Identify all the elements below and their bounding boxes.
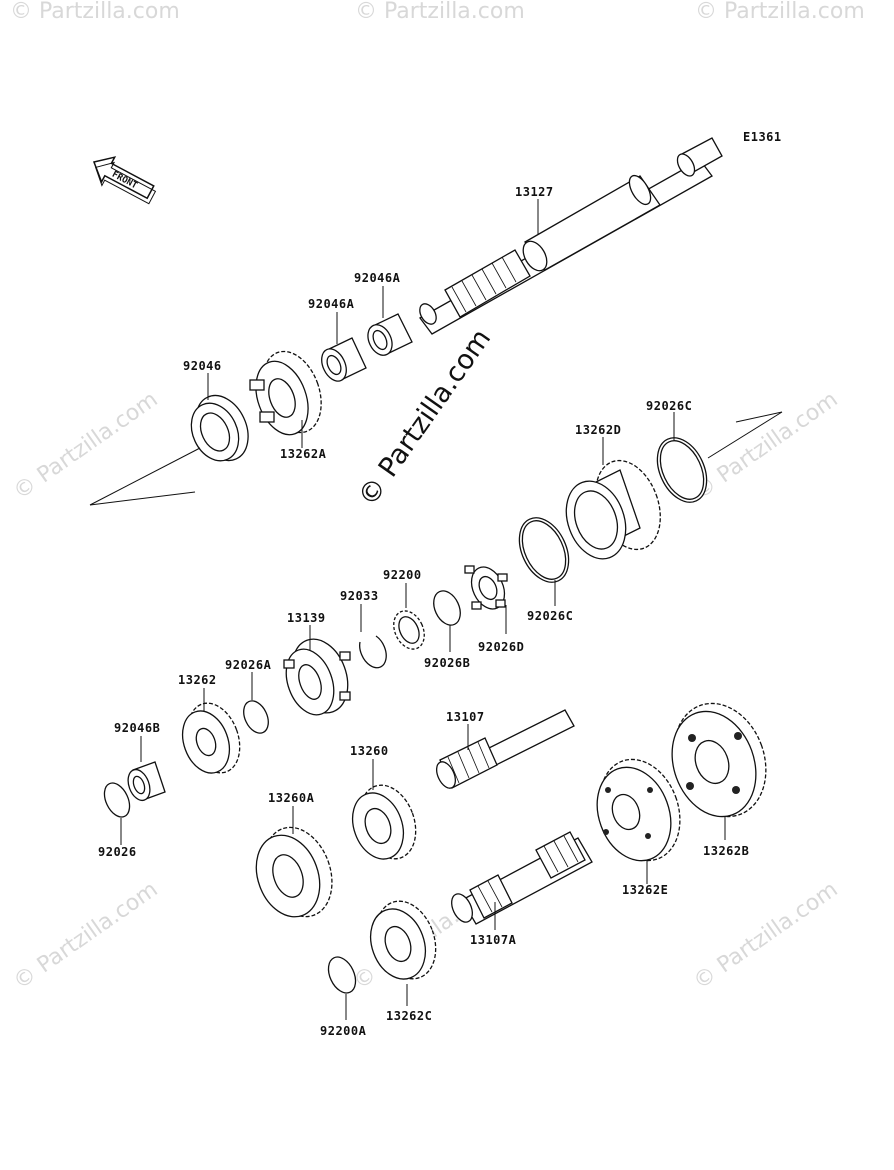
- washer-92026: [103, 782, 131, 818]
- label-13260A: 13260A: [268, 791, 315, 805]
- washer-92026D: [464, 565, 508, 610]
- mainshaft-13127: [419, 137, 723, 335]
- needle-bearing-92046B: [127, 761, 166, 802]
- shaft-13107A: [451, 831, 593, 925]
- gear-13262C: [369, 900, 437, 980]
- label-13262: 13262: [178, 673, 217, 687]
- label-92046A-upper: 92046A: [354, 271, 401, 285]
- ring-92026C-inner: [521, 520, 567, 580]
- label-92026D: 92026D: [478, 640, 524, 654]
- watermark: © Partzilla.com: [9, 877, 162, 995]
- guide-line: [89, 447, 201, 506]
- label-92033: 92033: [340, 589, 379, 603]
- label-13262C: 13262C: [386, 1009, 432, 1023]
- label-92026C-lower: 92026C: [527, 609, 573, 623]
- gear-13262D: [565, 459, 661, 560]
- label-13262E: 13262E: [622, 883, 668, 897]
- front-arrow-icon: FRONT: [92, 156, 157, 205]
- shaft-13107: [435, 709, 575, 789]
- label-92026: 92026: [98, 845, 137, 859]
- label-92046B: 92046B: [114, 721, 160, 735]
- label-92026B: 92026B: [424, 656, 470, 670]
- needle-bearing-92046: [190, 394, 249, 462]
- circlip-92033: [359, 635, 387, 669]
- label-13107: 13107: [446, 710, 485, 724]
- label-13127: 13127: [515, 185, 554, 199]
- gear-13262E: [596, 758, 681, 862]
- label-92200A: 92200A: [320, 1024, 367, 1038]
- watermark: © Partzilla.com: [695, 0, 865, 24]
- gear-13262A: [249, 350, 322, 436]
- watermark: © Partzilla.com: [689, 877, 842, 995]
- label-92200: 92200: [383, 568, 422, 582]
- washer-92026B: [433, 590, 461, 626]
- ring-92026C-inner: [659, 440, 705, 500]
- gear-13262: [181, 702, 241, 774]
- watermark: © Partzilla.com: [689, 387, 842, 505]
- needle-bearing-92046A: [367, 313, 413, 356]
- guide-line: [735, 411, 783, 423]
- watermark: © Partzilla.com: [355, 0, 525, 24]
- label-13262B: 13262B: [703, 844, 749, 858]
- label-92046A-lower: 92046A: [308, 297, 355, 311]
- label-92026A: 92026A: [225, 658, 272, 672]
- guide-line: [89, 491, 196, 506]
- guide-line: [707, 411, 783, 459]
- label-13262A: 13262A: [280, 447, 327, 461]
- washer-92026A: [243, 700, 269, 734]
- label-13262D: 13262D: [575, 423, 621, 437]
- label-13139: 13139: [287, 611, 326, 625]
- label-13260: 13260: [350, 744, 389, 758]
- watermark: © Partzilla.com: [9, 387, 162, 505]
- diagram-code: E1361: [743, 130, 782, 144]
- center-watermark: © Partzilla.com: [352, 324, 497, 512]
- gear-13139: [283, 638, 351, 716]
- needle-bearing-92046A: [321, 337, 367, 382]
- washer-92200: [393, 610, 425, 650]
- watermark: © Partzilla.com: [10, 0, 180, 24]
- gear-13260: [351, 784, 417, 860]
- label-92026C-upper: 92026C: [646, 399, 692, 413]
- gear-13260A: [255, 826, 333, 918]
- washer-92200A: [327, 956, 357, 994]
- label-92046: 92046: [183, 359, 222, 373]
- label-13107A: 13107A: [470, 933, 517, 947]
- gear-13262B: [671, 702, 767, 818]
